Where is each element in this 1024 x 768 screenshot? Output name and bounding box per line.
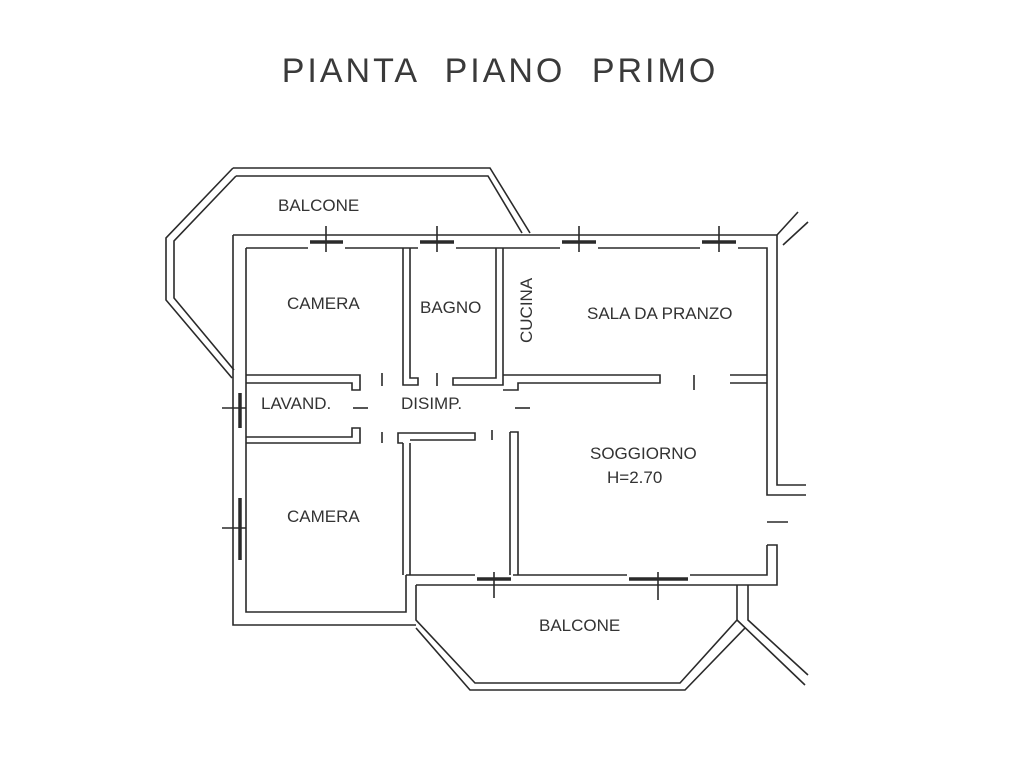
room-label-camera-1: CAMERA [287,294,360,313]
room-label-cucina: CUCINA [517,277,536,343]
interior-walls [246,248,788,575]
room-label-lavanderia: LAVAND. [261,394,332,413]
windows [222,226,736,600]
room-label-soggiorno: SOGGIORNO [590,444,697,463]
plan-title: PIANTA PIANO PRIMO [281,52,719,90]
south-balcony-outline [415,585,809,691]
room-label-balcone-south: BALCONE [539,616,621,635]
room-label-sala-da-pranzo: SALA DA PRANZO [587,304,733,323]
room-height-soggiorno: H=2.70 [607,468,663,487]
northeast-diagonal-walls [776,211,809,246]
north-balcony-outline [165,167,531,379]
exterior-walls [232,234,806,626]
room-label-balcone-north: BALCONE [278,196,360,215]
room-label-disimpegno: DISIMP. [401,394,463,413]
room-label-bagno: BAGNO [420,298,482,317]
room-label-camera-2: CAMERA [287,507,360,526]
